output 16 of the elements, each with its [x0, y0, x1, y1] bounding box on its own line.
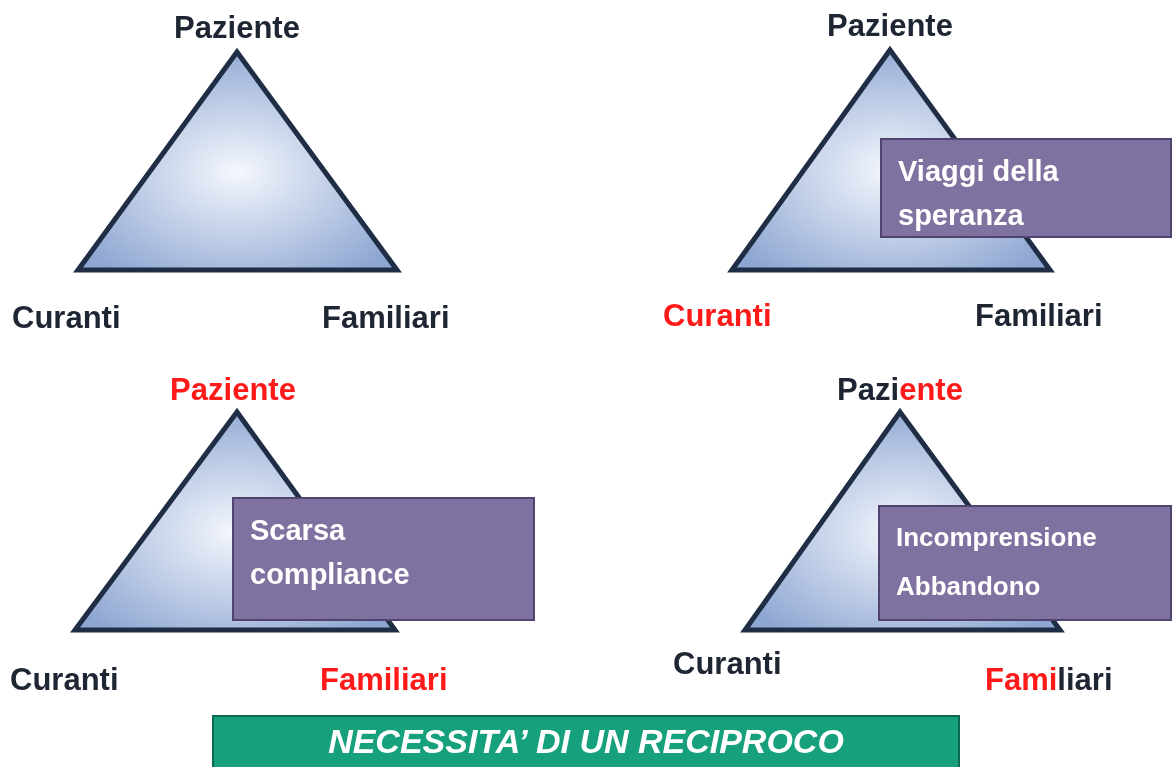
callout-box: Scarsa compliance [232, 497, 535, 621]
vertex-label: Paziente [170, 374, 296, 405]
vertex-label: Curanti [673, 648, 782, 679]
vertex-label: Paziente [827, 10, 953, 41]
vertex-label: Curanti [663, 300, 772, 331]
vertex-label: Paziente [174, 12, 300, 43]
vertex-label: Paziente [837, 374, 963, 405]
vertex-label: Familiari [985, 664, 1113, 695]
vertex-label: Familiari [975, 300, 1103, 331]
vertex-label: Curanti [10, 664, 119, 695]
banner: NECESSITA’ DI UN RECIPROCO [212, 715, 960, 767]
callout-box: Incomprensione Abbandono [878, 505, 1172, 621]
vertex-label: Curanti [12, 302, 121, 333]
vertex-label: Familiari [322, 302, 450, 333]
vertex-label: Familiari [320, 664, 448, 695]
callout-box: Viaggi della speranza [880, 138, 1172, 238]
